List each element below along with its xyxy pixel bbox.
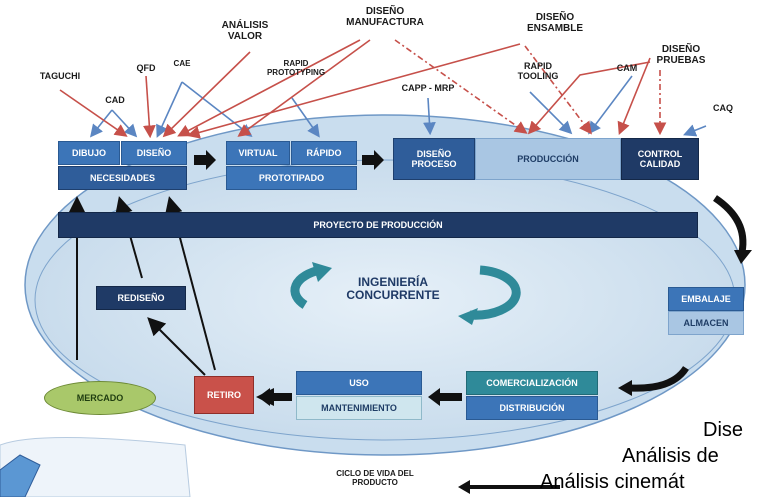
center-title: INGENIERÍA CONCURRENTE (346, 275, 440, 303)
curve-control-embalaje-head (734, 250, 752, 264)
label-taguchi: TAGUCHI (39, 71, 81, 81)
thick-arrows (194, 150, 560, 494)
label-ciclo-vida: CICLO DE VIDA DEL PRODUCTO (336, 469, 414, 487)
cycle-arrow-left-head (312, 262, 332, 282)
box-diseno-proceso: DISEÑO PROCESO (393, 138, 475, 180)
arrow-ensamble-diseno (186, 43, 521, 139)
arrow-manufactura-diseno (177, 39, 361, 137)
box-embalaje: EMBALAJE (668, 287, 744, 311)
arrow-qfd-diseno (142, 75, 156, 139)
corner-panel (0, 437, 191, 497)
label-caq: CAQ (713, 103, 733, 113)
box-mercado: MERCADO (44, 381, 156, 415)
box-virtual: VIRTUAL (226, 141, 290, 165)
arrow-cad-dibujo (90, 109, 113, 138)
arrow-manufactura-virtual (237, 39, 371, 137)
arrow-tooling-produccion (529, 91, 573, 135)
arrow-valor-diseno (162, 51, 251, 138)
label-diseno-manufactura: DISEÑO MANUFACTURA (346, 6, 424, 28)
box-uso: USO (296, 371, 422, 395)
box-prototipado: PROTOTIPADO (226, 166, 357, 190)
arrow-comerc-uso (428, 388, 462, 406)
box-control-calidad: CONTROL CALIDAD (621, 138, 699, 180)
label-diseno-pruebas: DISEÑO PRUEBAS (656, 44, 706, 66)
arrow-cad-diseno (111, 109, 138, 138)
arrow-retiro-rediseno (147, 317, 206, 376)
curve-almacen-comerc (629, 365, 689, 392)
box-distribucion: DISTRIBUCIÓN (466, 396, 598, 420)
box-almacen: ALMACEN (668, 311, 744, 335)
box-necesidades: NECESIDADES (58, 166, 187, 190)
box-rapido: RÁPIDO (291, 141, 357, 165)
side-text-line2: Análisis de (622, 445, 719, 467)
curve-control-embalaje (712, 195, 747, 253)
corner-globe (0, 454, 41, 497)
arrow-ciclo-vida (458, 480, 560, 494)
cycle-arrow-right-head (458, 308, 478, 325)
arrow-necesidades-proto (194, 150, 216, 170)
box-retiro: RETIRO (194, 376, 254, 414)
arrow-rapidproto-rapido (291, 97, 320, 138)
arrow-pruebas-control (617, 57, 651, 135)
arrow-capp-proceso (423, 97, 436, 136)
box-mantenimiento: MANTENIMIENTO (296, 396, 422, 420)
label-cad: CAD (105, 95, 125, 105)
dash-ensamble-produccion (524, 45, 592, 135)
box-produccion: PRODUCCIÓN (475, 138, 621, 180)
curve-almacen-comerc-head (618, 380, 632, 396)
arrow-cam-produccion (588, 75, 633, 135)
label-cam: CAM (616, 63, 638, 73)
label-cae: CAE (173, 59, 191, 68)
arrow-taguchi-diseno (59, 89, 128, 137)
cycle-arrow-right (469, 265, 521, 320)
arrow-caq-control (683, 124, 707, 137)
label-capp-mrp: CAPP - MRP (401, 83, 455, 93)
box-comercializacion: COMERCIALIZACIÓN (466, 371, 598, 395)
arrow-proto-proceso (362, 150, 384, 170)
dash-manufactura-produccion (394, 39, 528, 134)
side-text-line3: Análisis cinemát (540, 471, 685, 493)
box-rediseno: REDISEÑO (96, 286, 186, 310)
box-dibujo: DIBUJO (58, 141, 120, 165)
side-text-line1: Dise (703, 419, 744, 441)
label-rapid-tooling: RAPID TOOLING (517, 61, 559, 81)
cycle-arrow-left (290, 265, 322, 309)
label-rapid-prototyping: RAPID PROTOTYPING (266, 59, 326, 77)
label-diseno-ensamble: DISEÑO ENSAMBLE (526, 12, 584, 34)
box-diseno: DISEÑO (121, 141, 187, 165)
arrow-pruebas-produccion (527, 61, 651, 135)
arrow-uso-retiro-thick (258, 388, 292, 406)
arrow-cae-diseno (156, 81, 183, 138)
box-proyecto-produccion: PROYECTO DE PRODUCCIÓN (58, 212, 698, 238)
label-qfd: QFD (136, 63, 156, 73)
label-analisis-valor: ANÁLISIS VALOR (221, 20, 269, 42)
